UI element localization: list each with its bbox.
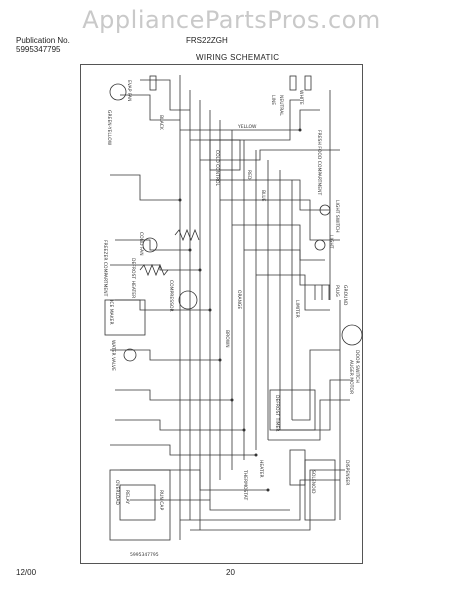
wire <box>115 419 244 431</box>
schematic-title: WIRING SCHEMATIC <box>196 53 280 62</box>
light-bulb <box>314 239 326 251</box>
label-blue: BLUE <box>260 190 266 202</box>
label-yellow: YELLOW <box>237 124 257 130</box>
wire <box>220 199 340 241</box>
schematic-frame <box>80 64 363 564</box>
label-green-yellow: GREEN-YELLOW <box>106 110 112 146</box>
wire <box>244 249 330 286</box>
label-freezer-compartment: FREEZER COMPARTMENT <box>102 240 108 297</box>
socket <box>289 75 297 91</box>
label-thermostat: THERMOSTAT <box>242 469 248 501</box>
label-defrost-heater: DEFROST HEATER <box>130 258 136 298</box>
inner-box <box>119 484 156 521</box>
wire <box>110 444 256 456</box>
wire <box>115 389 232 401</box>
light-bulb <box>319 204 331 216</box>
socket <box>304 75 312 91</box>
wire <box>292 349 340 421</box>
wire <box>200 149 340 161</box>
label-auger-motor: AUGER MOTOR <box>348 360 354 394</box>
label-brown: BROWN <box>224 330 230 348</box>
label-orange: ORANGE <box>236 290 242 309</box>
wire <box>130 499 290 511</box>
label-white: WHITE <box>298 90 304 105</box>
label-ground: GROUND <box>342 285 348 306</box>
label-neutral: NEUTRAL <box>278 95 284 116</box>
wire <box>180 109 320 131</box>
wire <box>110 349 220 361</box>
wire <box>180 479 340 521</box>
relay-block <box>109 469 171 541</box>
label-door-switch: DOOR SWITCH <box>354 350 360 383</box>
label-compressor: COMPRESSOR <box>168 280 174 312</box>
heater-element <box>174 228 200 242</box>
connector-block <box>289 449 306 486</box>
publication-number: 5995347795 <box>16 45 61 54</box>
cold-control-block <box>209 139 241 171</box>
wire <box>190 469 345 531</box>
wire <box>232 224 325 261</box>
label-dispenser: DISPENSER <box>344 460 350 485</box>
dispenser-block <box>304 459 336 521</box>
label-cond-fan: COND FAN <box>138 232 144 256</box>
wire <box>140 79 190 111</box>
label-black: BLACK <box>158 115 164 131</box>
auger-motor <box>341 324 363 346</box>
watermark: AppliancePartsPros.com <box>82 6 381 34</box>
label-relay: RELAY <box>124 490 130 504</box>
wire <box>115 239 190 251</box>
label-limiter: LIMITER <box>294 300 300 318</box>
label-light-switch: LIGHT SWITCH <box>334 200 340 233</box>
ice-maker-motor <box>123 348 137 362</box>
label-evap-fan: EVAP FAN <box>126 80 132 101</box>
wire <box>256 274 330 311</box>
evaporator-fan-motor <box>109 83 127 101</box>
date-label: 12/00 <box>16 568 37 577</box>
label-defrost-timer: DEFROST TIMER <box>274 395 280 432</box>
wire <box>110 174 180 201</box>
wire <box>110 264 200 271</box>
label-water-valve: WATER VALVE <box>110 340 116 371</box>
wire <box>210 179 330 211</box>
heater-element <box>139 263 169 277</box>
socket <box>149 75 157 91</box>
label-cold-control: COLD CONTROL <box>214 150 220 187</box>
label-bottom-number: 5995347795 <box>130 552 159 558</box>
label-solenoid: SOLENOID <box>310 470 316 494</box>
transformer-block <box>104 299 146 336</box>
label-fresh-food-compartment: FRESH FOOD COMPARTMENT <box>316 130 322 196</box>
label-line: LINE <box>270 95 276 105</box>
label-run-cap: RUN CAP <box>158 490 164 510</box>
label-ice-maker: ICE MAKER <box>108 300 114 325</box>
defrost-timer-block <box>269 389 316 431</box>
publication-label: Publication No. <box>16 36 70 45</box>
wire <box>268 399 350 441</box>
label-overload: OVERLOAD <box>114 480 120 505</box>
label-plug: PLUG <box>334 285 340 297</box>
model-number: FRS22ZGH <box>186 36 228 45</box>
label-heater: HEATER <box>258 460 264 478</box>
label-light: LIGHT <box>328 235 334 249</box>
condenser-fan-motor <box>142 237 158 253</box>
page-number: 20 <box>226 568 235 577</box>
wire <box>120 94 180 121</box>
label-red: RED <box>246 170 252 180</box>
compressor-motor <box>178 290 198 310</box>
